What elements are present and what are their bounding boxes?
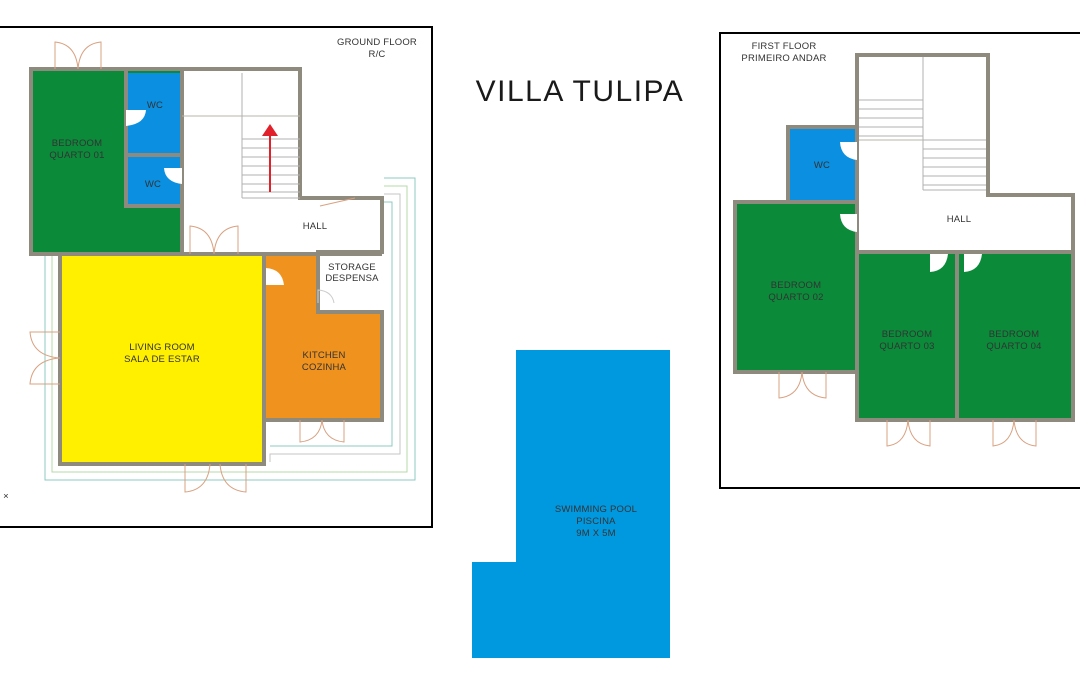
ground-floor-frame <box>0 26 433 528</box>
wc-lower-door-swing <box>164 168 182 184</box>
villa-title: VILLA TULIPA <box>476 75 685 108</box>
kitchen-doors <box>299 419 345 443</box>
storage-label-pt: DESPENSA <box>325 273 379 284</box>
living-room-label-pt: SALA DE ESTAR <box>124 354 200 365</box>
kitchen-label-pt: COZINHA <box>302 362 347 373</box>
ground-floor-heading-pt: R/C <box>369 49 386 60</box>
pool-shape <box>472 350 670 658</box>
swimming-pool: SWIMMING POOL PISCINA 9M X 5M <box>472 350 670 658</box>
living-room <box>62 256 266 462</box>
pool-label: SWIMMING POOL <box>555 504 637 515</box>
bedroom-03-door <box>930 254 948 272</box>
living-front-doors <box>184 463 247 493</box>
first-floor-heading: FIRST FLOOR <box>752 41 817 52</box>
bedroom-01-label: BEDROOM <box>52 138 103 149</box>
living-side-doors <box>29 331 61 385</box>
pool-label-pt: PISCINA <box>576 516 616 527</box>
bedroom-02-label: BEDROOM <box>771 280 822 291</box>
bedroom-01-label-pt: QUARTO 01 <box>49 150 104 161</box>
wc-lower <box>128 157 180 205</box>
pool-dimensions: 9M X 5M <box>576 528 615 539</box>
bedroom-03-label-pt: QUARTO 03 <box>879 341 934 352</box>
bedroom-04-door <box>964 254 982 272</box>
first-floor-balcony-doors <box>778 371 1037 447</box>
bedroom-02-door <box>840 214 857 232</box>
bedroom-02-label-pt: QUARTO 02 <box>768 292 823 303</box>
first-floor-heading-pt: PRIMEIRO ANDAR <box>741 53 826 64</box>
bedroom-window-doors <box>54 41 102 70</box>
corner-mark: × <box>3 491 9 502</box>
wc-first-floor-label: WC <box>814 160 830 171</box>
ground-floor-doors <box>29 41 356 493</box>
kitchen <box>266 255 382 418</box>
storage-door-swing <box>317 289 335 304</box>
wc-first-floor-door <box>840 142 857 160</box>
bedroom-quarto-02 <box>737 204 857 370</box>
bedroom-03-label: BEDROOM <box>882 329 933 340</box>
bedroom-quarto-03 <box>859 254 955 418</box>
kitchen-label: KITCHEN <box>302 350 345 361</box>
wc-upper-label: WC <box>147 100 163 111</box>
storage-label: STORAGE <box>328 262 376 273</box>
wc-first-floor <box>790 129 856 201</box>
ground-floor-staircase <box>241 73 300 199</box>
bedroom-quarto-04 <box>959 254 1071 418</box>
ground-floor-heading: GROUND FLOOR <box>337 37 417 48</box>
first-floor-frame <box>719 32 1080 489</box>
first-floor-plan: FIRST FLOOR PRIMEIRO ANDAR W <box>719 32 1080 489</box>
kitchen-door-swing <box>266 268 284 285</box>
first-floor-staircase <box>859 57 986 191</box>
living-entry-doors <box>189 225 239 255</box>
wc-upper-door-swing <box>126 110 146 126</box>
ground-floor-outer-wall <box>29 67 384 466</box>
hall-label: HALL <box>303 221 328 232</box>
wc-lower-label: WC <box>145 179 161 190</box>
terrace-outline <box>44 177 416 481</box>
hall-first-floor-label: HALL <box>947 214 972 225</box>
bedroom-04-label: BEDROOM <box>989 329 1040 340</box>
ground-floor-plan: GROUND FLOOR R/C <box>0 26 433 528</box>
living-room-label: LIVING ROOM <box>129 342 195 353</box>
bedroom-04-label-pt: QUARTO 04 <box>986 341 1041 352</box>
hall-door <box>319 197 356 207</box>
stair-arrow-head <box>262 124 278 136</box>
